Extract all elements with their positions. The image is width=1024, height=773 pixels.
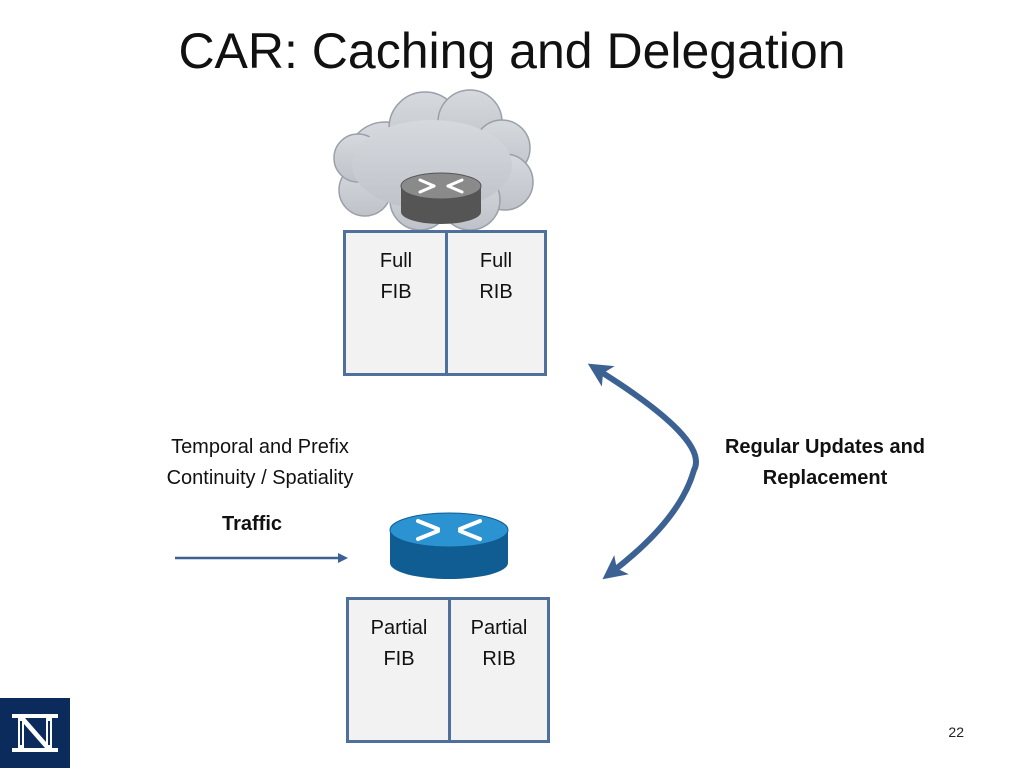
partial-rib-line1: Partial	[470, 617, 528, 639]
partial-rib-label: Partial RIB	[451, 613, 547, 675]
traffic-label: Traffic	[221, 513, 283, 535]
university-logo-icon	[0, 698, 70, 768]
blue-router-icon	[389, 512, 509, 579]
slide-title: CAR: Caching and Delegation	[178, 23, 846, 79]
partial-rib-line2: RIB	[482, 648, 516, 670]
update-arrow	[587, 363, 699, 580]
updates-caption-line1: Regular Updates and	[724, 436, 926, 458]
full-fib-line2: FIB	[380, 281, 412, 303]
traffic-caption: Temporal and Prefix Continuity / Spatial…	[130, 432, 390, 494]
traffic-caption-line1: Temporal and Prefix	[171, 436, 349, 458]
gray-router-icon	[400, 172, 482, 224]
partial-fib-line2: FIB	[383, 648, 415, 670]
updates-caption-line2: Replacement	[762, 467, 888, 489]
partial-fib-line1: Partial	[370, 617, 428, 639]
full-rib-line2: RIB	[479, 281, 513, 303]
full-fib-line1: Full	[379, 250, 413, 272]
full-fib-label: Full FIB	[348, 246, 444, 308]
full-rib-label: Full RIB	[448, 246, 544, 308]
partial-fib-label: Partial FIB	[351, 613, 447, 675]
box-divider	[445, 233, 448, 373]
partial-tables-box: Partial FIB Partial RIB	[346, 597, 550, 743]
full-tables-box: Full FIB Full RIB	[343, 230, 547, 376]
box-divider	[448, 600, 451, 740]
traffic-caption-line2: Continuity / Spatiality	[166, 467, 354, 489]
page-number: 22	[948, 724, 964, 740]
updates-caption: Regular Updates and Replacement	[700, 432, 950, 494]
full-rib-line1: Full	[479, 250, 513, 272]
